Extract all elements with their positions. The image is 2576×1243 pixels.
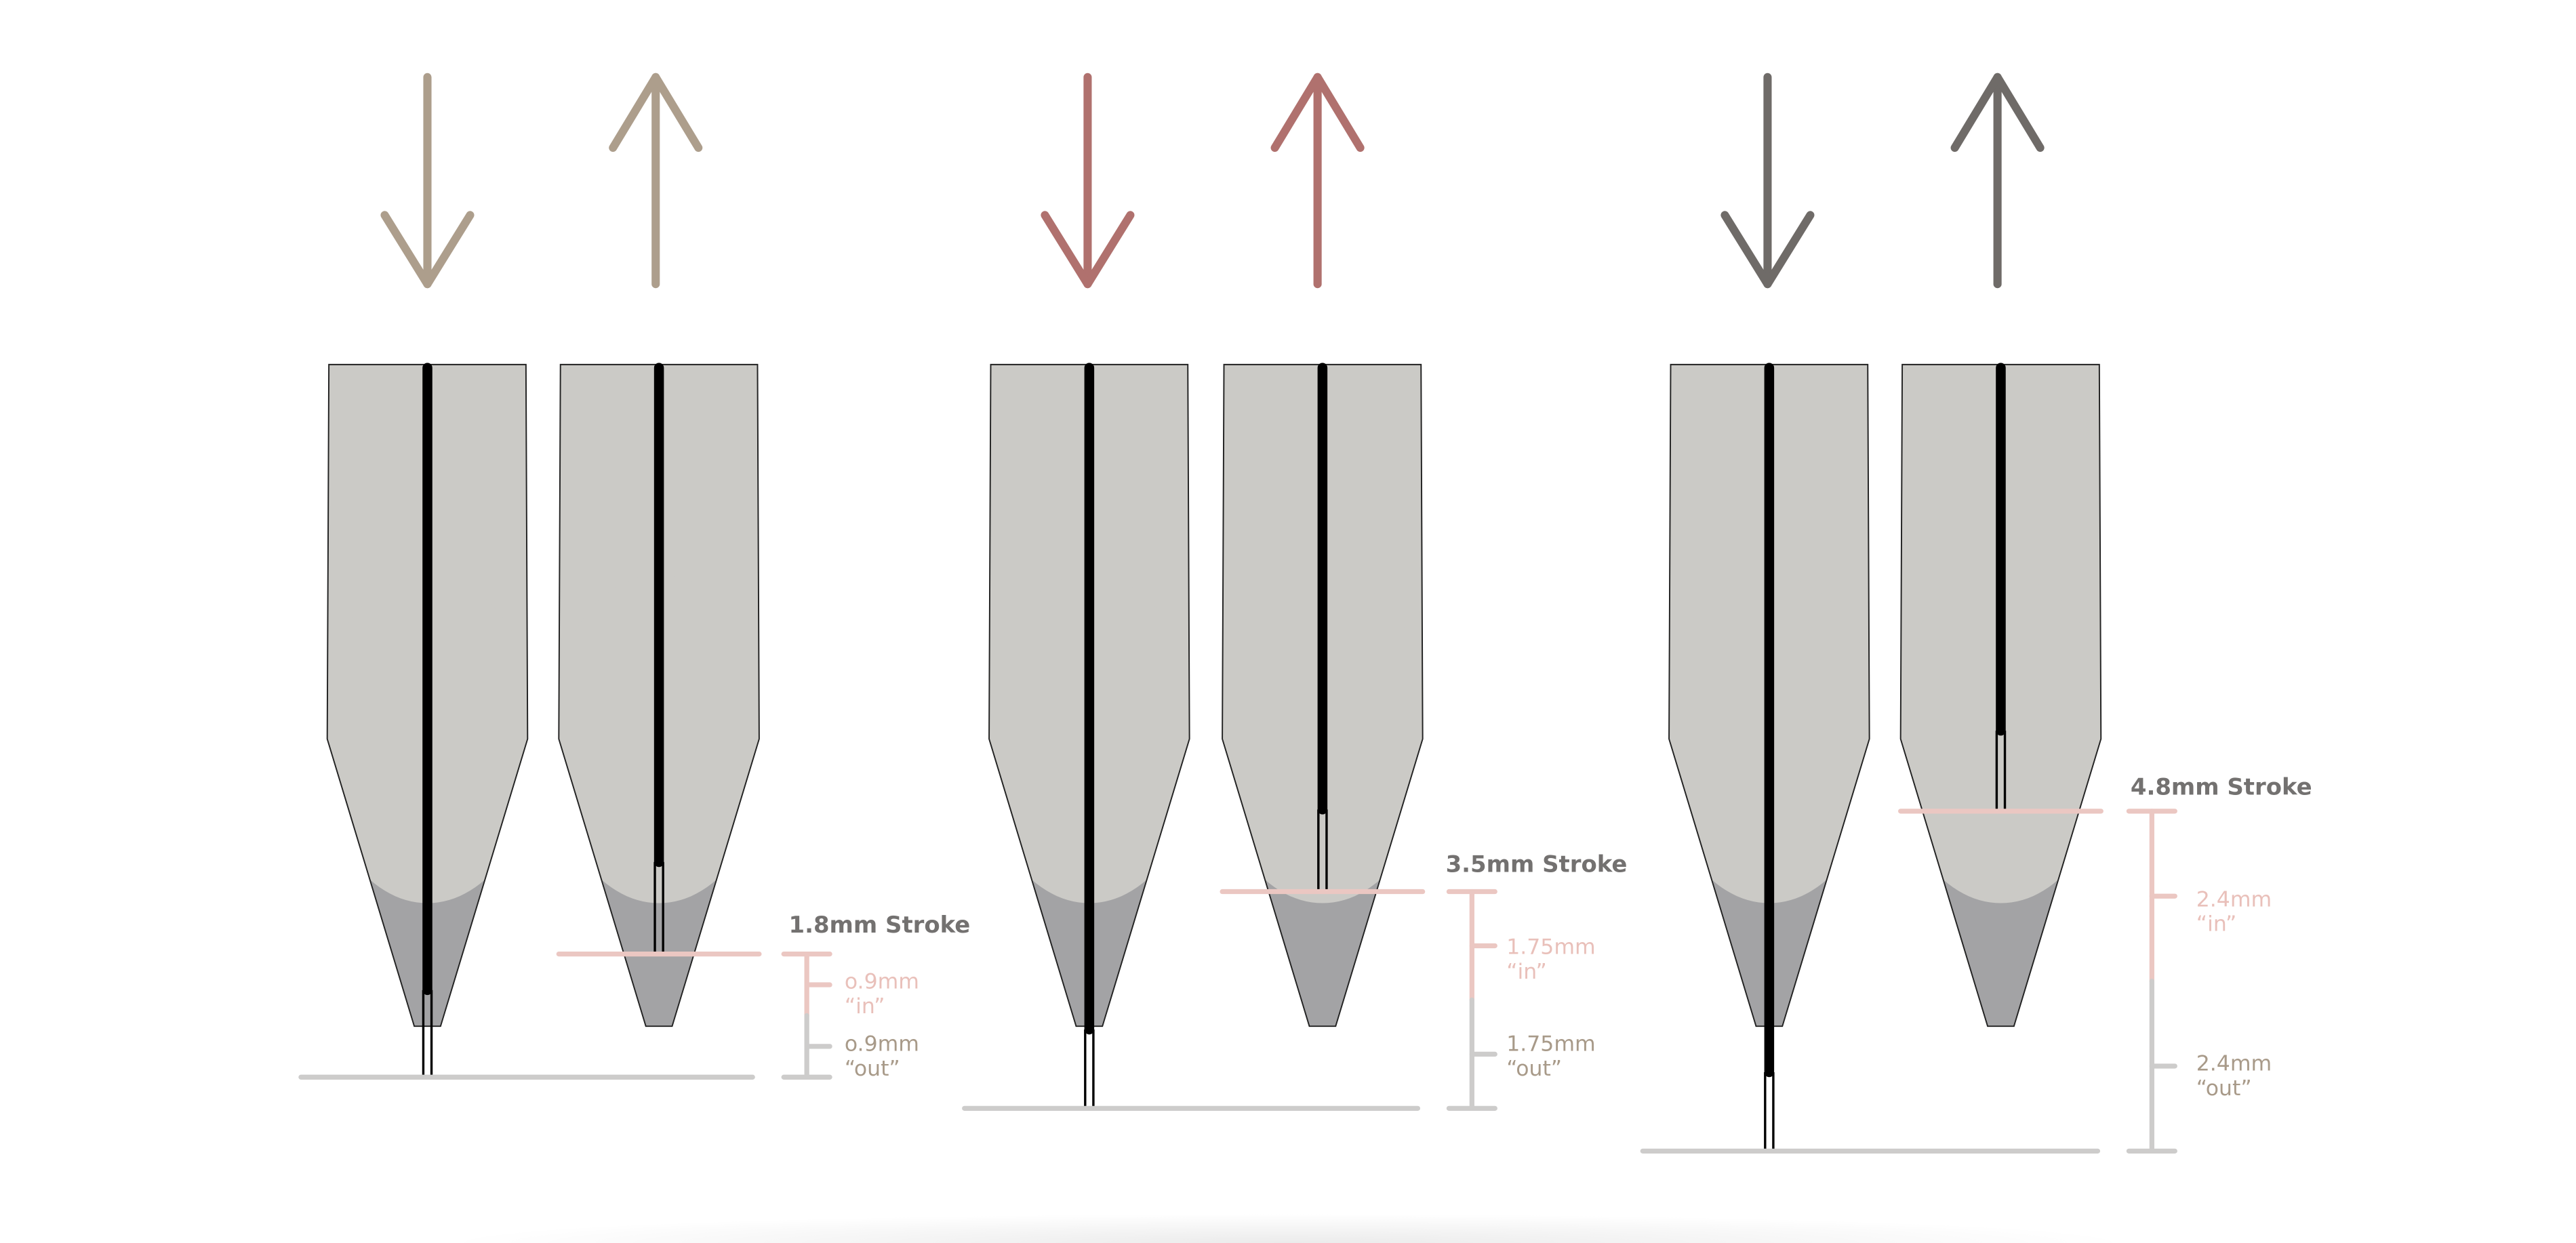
arrow-head <box>380 211 475 289</box>
drawing <box>962 73 1497 1111</box>
out-value: 2.4mm <box>2196 1052 2272 1076</box>
stroke-group-1: 1.8mm Stroke o.9mm “in” o.9mm “out” <box>298 73 970 1081</box>
up-arrow-icon <box>1950 73 2045 289</box>
pen-outline <box>1222 363 1424 1027</box>
pen-body-curve <box>1900 574 2101 903</box>
arrow-head <box>1041 211 1135 289</box>
pen-outline <box>326 363 529 1027</box>
pen-outline <box>988 363 1190 1027</box>
up-arrow-icon <box>609 73 703 289</box>
stroke-label: 4.8mm Stroke <box>2131 774 2312 800</box>
out-value: 1.75mm <box>1506 1032 1595 1057</box>
down-arrow-icon <box>1720 73 1815 289</box>
pen-outline <box>1899 363 2102 1027</box>
bottom-shadow <box>434 1213 2142 1243</box>
in-label: “in” <box>845 994 885 1019</box>
pen-outline <box>558 363 760 1027</box>
drawing <box>1640 73 2177 1154</box>
down-arrow-icon <box>380 73 475 289</box>
measurement-bracket <box>1446 889 1497 1111</box>
pen-outline <box>1668 363 1870 1027</box>
measurement-bracket <box>2126 809 2177 1154</box>
out-value: o.9mm <box>845 1032 919 1057</box>
in-value: o.9mm <box>845 969 919 994</box>
drawing <box>298 73 832 1080</box>
stroke-label: 1.8mm Stroke <box>788 912 970 938</box>
in-value: 2.4mm <box>2196 887 2272 912</box>
arrow-head <box>1270 73 1365 152</box>
in-label: “in” <box>2196 912 2237 937</box>
down-arrow-icon <box>1041 73 1135 289</box>
arrow-head <box>1950 73 2045 152</box>
stroke-label: 3.5mm Stroke <box>1446 851 1628 877</box>
in-value: 1.75mm <box>1506 935 1595 960</box>
in-label: “in” <box>1506 960 1547 984</box>
stroke-group-2: 3.5mm Stroke 1.75mm “in” 1.75mm “out” <box>962 73 1628 1111</box>
up-arrow-icon <box>1270 73 1365 289</box>
out-label: “out” <box>845 1057 900 1081</box>
arrow-head <box>609 73 703 152</box>
stroke-group-3: 4.8mm Stroke 2.4mm “in” 2.4mm “out” <box>1640 73 2312 1154</box>
out-label: “out” <box>2196 1076 2252 1101</box>
out-label: “out” <box>1506 1057 1562 1081</box>
measurement-bracket <box>781 951 832 1080</box>
arrow-head <box>1720 211 1815 289</box>
